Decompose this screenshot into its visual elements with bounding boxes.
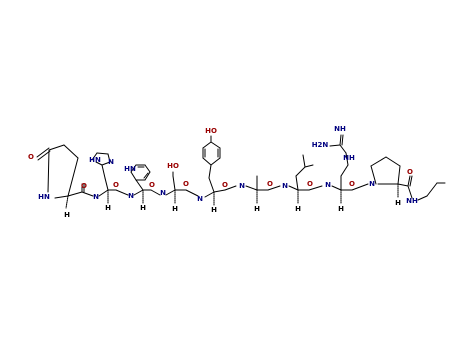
tyrosine-phenol-hydroxyl: HO <box>205 127 217 135</box>
alanine-stereo-hydrogen: H <box>254 205 260 213</box>
ethylamide-nitrogen: NH <box>406 197 418 205</box>
carbonyl-oxygen-6: O <box>267 180 273 188</box>
amide-nitrogen-2: N <box>128 192 134 200</box>
tyrosine-stereo-hydrogen: H <box>211 206 217 214</box>
amide-nitrogen-3: N <box>160 189 166 197</box>
carbonyl-oxygen-7: O <box>307 180 313 188</box>
arginine-guanidino-nitrogen: NH <box>343 154 355 162</box>
amide-nitrogen-5: N <box>239 182 245 190</box>
carbonyl-oxygen-5: O <box>222 181 228 189</box>
serine-residue <box>165 171 199 204</box>
tryptophan-indole-nitrogen: HN <box>124 165 136 173</box>
proline-ring-nitrogen: N <box>369 180 375 188</box>
arginine-amine-group: H2N <box>312 141 329 149</box>
pyroglutamate-stereo-hydrogen: H <box>64 211 70 219</box>
histidine-nh-nitrogen: HN <box>89 156 101 164</box>
carbonyl-oxygen-2: O <box>113 181 119 189</box>
carbonyl-oxygen-1: O <box>81 182 87 190</box>
carbonyl-oxygen-4: O <box>183 180 189 188</box>
carbonyl-oxygen-8: O <box>349 180 355 188</box>
proline-stereo-hydrogen: H <box>395 199 401 207</box>
amide-nitrogen-6: N <box>282 182 288 190</box>
ethylamide-tail <box>417 182 446 201</box>
carbonyl-oxygen-3: O <box>149 181 155 189</box>
serine-hydroxyl: HO <box>167 162 179 170</box>
leucine-residue <box>288 154 323 204</box>
alanine-residue <box>245 175 281 204</box>
histidine-residue <box>91 152 129 204</box>
pyroglutamate-ring-nitrogen: HN <box>38 193 50 201</box>
amide-nitrogen-1: N <box>93 193 99 201</box>
tyrosine-residue <box>202 135 237 206</box>
arginine-stereo-hydrogen: H <box>338 205 344 213</box>
amide-bond-1 <box>81 183 94 197</box>
histidine-stereo-hydrogen: H <box>105 204 111 212</box>
pyroglutamate-ring <box>36 144 83 209</box>
proline-ring <box>370 156 413 199</box>
leucine-stereo-hydrogen: H <box>295 205 301 213</box>
amide-nitrogen-7: N <box>325 181 331 189</box>
histidine-imidazole-nitrogen: N <box>108 158 114 166</box>
pyroglutamate-ketone-oxygen: O <box>28 153 34 161</box>
amide-nitrogen-4: N <box>197 195 203 203</box>
arginine-imine-nitrogen: NH <box>334 125 346 133</box>
arginine-residue <box>329 134 369 204</box>
tryptophan-residue <box>130 164 161 204</box>
serine-stereo-hydrogen: H <box>172 205 178 213</box>
carbonyl-oxygen-9: O <box>407 168 413 176</box>
tryptophan-stereo-hydrogen: H <box>140 204 146 212</box>
